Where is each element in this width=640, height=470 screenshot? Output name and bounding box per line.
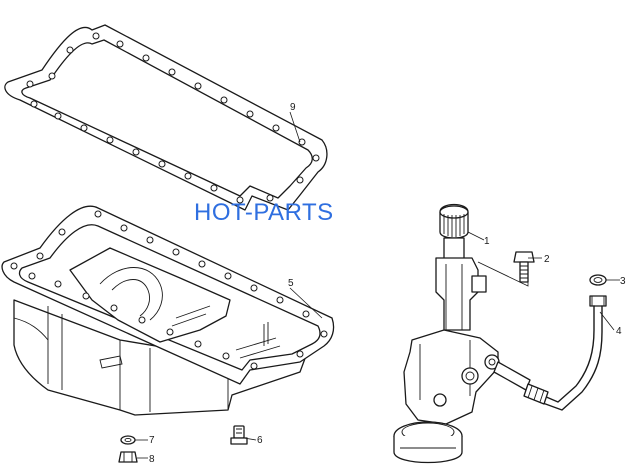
callout-1: 1 — [484, 236, 490, 247]
callout-8: 8 — [149, 454, 155, 465]
oil-pump-part-1 — [393, 203, 531, 464]
pan-bolt-holes — [10, 210, 328, 370]
drain-plug-part-8 — [118, 451, 138, 463]
callout-5: 5 — [288, 278, 294, 289]
pump-bolt-part-2 — [513, 251, 535, 283]
seal-ring-part-3 — [589, 274, 607, 286]
callout-7: 7 — [149, 435, 155, 446]
gasket-part-9 — [4, 24, 328, 211]
washer-part-7 — [120, 435, 136, 445]
drain-bolt-part-6 — [230, 425, 248, 445]
watermark-text: HOT-PARTS — [194, 199, 334, 226]
callout-3: 3 — [620, 276, 626, 287]
oil-pan-part-5 — [1, 205, 335, 416]
callout-6: 6 — [257, 435, 263, 446]
callout-9: 9 — [290, 102, 296, 113]
callout-leaders — [135, 111, 620, 459]
callout-4: 4 — [616, 326, 622, 337]
callout-2: 2 — [544, 254, 550, 265]
gasket-bolt-holes — [26, 32, 320, 204]
oil-pipe-part-4 — [523, 295, 607, 411]
